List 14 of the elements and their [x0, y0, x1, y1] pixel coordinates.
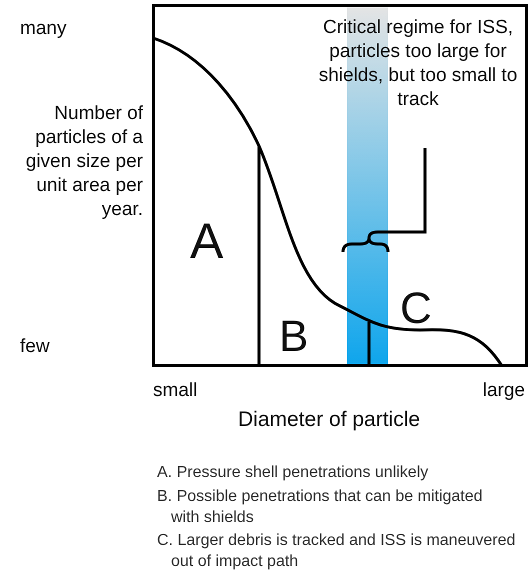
region-letter: C [400, 284, 432, 334]
axis-label: small [153, 380, 198, 402]
axis-label: many [20, 18, 66, 40]
leader-line [388, 148, 426, 234]
axis-title: Diameter of particle [238, 408, 420, 432]
region-letter: B [279, 312, 308, 362]
axis-label: few [20, 336, 50, 358]
callout-text: Critical regime for ISS, particles too large for shields, but too small to track [318, 16, 518, 112]
axis-title: Number of particles of a given size per unit area per year. [24, 102, 143, 222]
region-letter: A [190, 212, 224, 270]
note-text: A. Pressure shell penetrations unlikely [157, 464, 428, 482]
axis-label: large [482, 380, 525, 402]
note-text: C. Larger debris is tracked and ISS is maneuvered out of impact path [157, 531, 516, 572]
note-text: B. Possible penetrations that can be mitigated with shields [157, 487, 484, 528]
